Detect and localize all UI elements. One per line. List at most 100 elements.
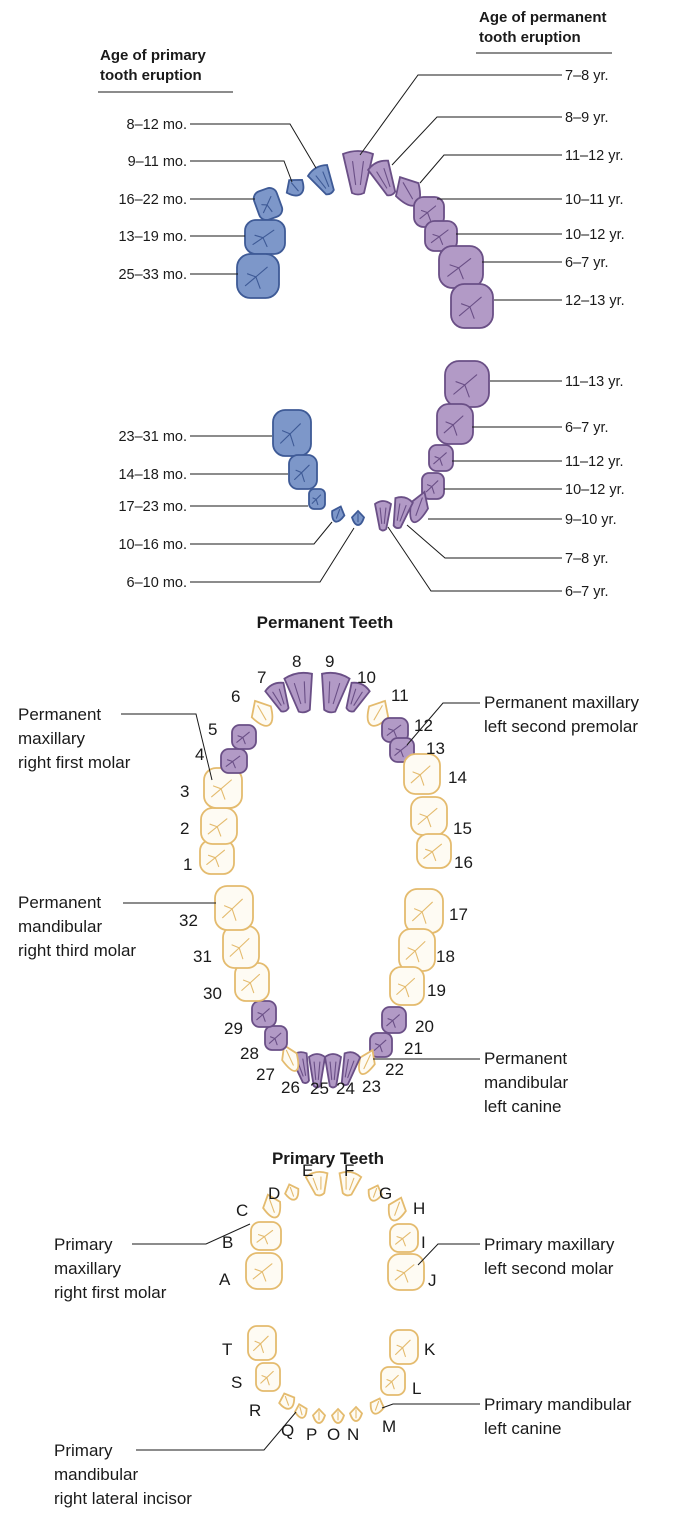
permanent-tooth-number-9: 9 [325,652,334,671]
primary-tooth-letter-O: O [327,1425,340,1444]
permanent-tooth-number-31: 31 [193,947,212,966]
callout-perm-mand-right-third-molar-line1: Permanent [18,893,101,912]
primary-upper-age-2: 9–11 mo. [128,154,187,170]
primary-tooth-letter-D: D [268,1184,280,1203]
primary-tooth-I [390,1224,418,1252]
primary-upper-age-5: 25–33 mo. [118,267,187,283]
primary-tooth-letter-A: A [219,1270,231,1289]
permanent-tooth-number-32: 32 [179,911,198,930]
primary-tooth-M [368,1396,387,1416]
primary-upper-age-1: 8–12 mo. [127,117,187,133]
callout-prim-max-left-second-molar-line1: Primary maxillary [484,1235,615,1254]
primary-tooth-S [256,1363,280,1391]
leader-prim-mand-left-canine [382,1404,480,1408]
primary-upper-leader-2 [190,161,292,182]
permanent-tooth-number-14: 14 [448,768,467,787]
permanent-tooth-4 [221,749,247,773]
primary-upper-tooth-4 [245,220,285,254]
primary-tooth-letter-T: T [222,1340,232,1359]
primary-tooth-P [313,1409,325,1423]
permanent-tooth-number-22: 22 [385,1060,404,1079]
primary-lower-age-5: 6–10 mo. [127,575,187,591]
permanent-lower-tooth-2 [437,404,473,444]
permanent-tooth-number-8: 8 [292,652,301,671]
permanent-tooth-31 [223,926,259,968]
primary-tooth-letter-K: K [424,1340,436,1359]
callout-perm-max-right-first-molar-line3: right first molar [18,753,131,772]
permanent-tooth-number-10: 10 [357,668,376,687]
permanent-lower-tooth-7 [375,501,391,531]
permanent-eruption-heading-line2: tooth eruption [479,29,581,46]
permanent-lower-age-1: 11–13 yr. [565,374,624,390]
primary-lower-tooth-4 [329,504,347,523]
permanent-tooth-number-5: 5 [208,720,217,739]
permanent-tooth-1 [200,840,234,874]
primary-upper-age-3: 16–22 mo. [118,192,187,208]
primary-tooth-letter-M: M [382,1417,396,1436]
permanent-tooth-number-3: 3 [180,782,189,801]
primary-lower-leader-5 [190,528,354,582]
permanent-upper-leader-2 [392,117,562,165]
permanent-tooth-29 [252,1001,276,1027]
callout-perm-mand-right-third-molar-line3: right third molar [18,941,136,960]
callout-perm-mand-left-canine-line2: mandibular [484,1073,568,1092]
primary-tooth-letter-R: R [249,1401,261,1420]
primary-lower-tooth-3 [309,489,325,509]
primary-lower-age-3: 17–23 mo. [118,499,187,515]
permanent-tooth-number-27: 27 [256,1065,275,1084]
primary-lower-age-1: 23–31 mo. [118,429,187,445]
permanent-upper-age-4: 10–11 yr. [565,192,624,208]
permanent-upper-leader-1 [360,75,562,155]
primary-upper-tooth-2 [282,174,309,201]
primary-tooth-letter-H: H [413,1199,425,1218]
permanent-tooth-20 [382,1007,406,1033]
permanent-tooth-3 [204,768,242,808]
permanent-upper-age-2: 8–9 yr. [565,110,609,126]
permanent-tooth-number-25: 25 [310,1079,329,1098]
permanent-upper-age-3: 11–12 yr. [565,148,624,164]
permanent-tooth-number-7: 7 [257,668,266,687]
permanent-lower-age-6: 7–8 yr. [565,551,609,567]
permanent-tooth-number-16: 16 [454,853,473,872]
primary-lower-tooth-5 [352,511,364,525]
callout-perm-max-right-first-molar-line2: maxillary [18,729,86,748]
permanent-lower-age-4: 10–12 yr. [565,482,625,498]
permanent-lower-leader-7 [388,527,562,591]
permanent-lower-age-7: 6–7 yr. [565,584,609,600]
permanent-tooth-number-19: 19 [427,981,446,1000]
primary-eruption-heading-line2: tooth eruption [100,67,202,84]
permanent-upper-leader-3 [420,155,562,183]
callout-prim-max-right-first-molar-line1: Primary [54,1235,113,1254]
permanent-tooth-14 [404,754,440,794]
primary-upper-tooth-1 [306,162,340,199]
permanent-tooth-number-2: 2 [180,819,189,838]
primary-tooth-O [332,1409,344,1423]
primary-tooth-N [350,1407,362,1421]
permanent-tooth-number-18: 18 [436,947,455,966]
permanent-upper-age-1: 7–8 yr. [565,68,609,84]
leader-prim-mand-right-lateral-incisor [136,1412,296,1450]
primary-tooth-letter-P: P [306,1425,317,1444]
permanent-lower-tooth-1 [445,361,489,407]
primary-tooth-J [388,1254,424,1290]
callout-prim-mand-right-lateral-incisor-line1: Primary [54,1441,113,1460]
permanent-tooth-9 [316,671,350,715]
permanent-tooth-number-1: 1 [183,855,192,874]
permanent-tooth-number-17: 17 [449,905,468,924]
primary-tooth-K [390,1330,418,1364]
primary-tooth-R [277,1391,298,1412]
primary-tooth-letter-G: G [379,1184,392,1203]
permanent-upper-tooth-7 [451,284,493,328]
callout-perm-max-right-first-molar-line1: Permanent [18,705,101,724]
permanent-tooth-2 [201,808,237,844]
permanent-upper-age-5: 10–12 yr. [565,227,625,243]
primary-lower-tooth-1 [273,410,311,456]
permanent-tooth-number-13: 13 [426,739,445,758]
permanent-tooth-32 [215,886,253,930]
permanent-tooth-5 [232,725,256,749]
callout-prim-max-right-first-molar-line2: maxillary [54,1259,122,1278]
callout-perm-mand-left-canine-line1: Permanent [484,1049,567,1068]
primary-tooth-T [248,1326,276,1360]
primary-tooth-letter-I: I [421,1233,426,1252]
permanent-upper-age-6: 6–7 yr. [565,255,609,271]
